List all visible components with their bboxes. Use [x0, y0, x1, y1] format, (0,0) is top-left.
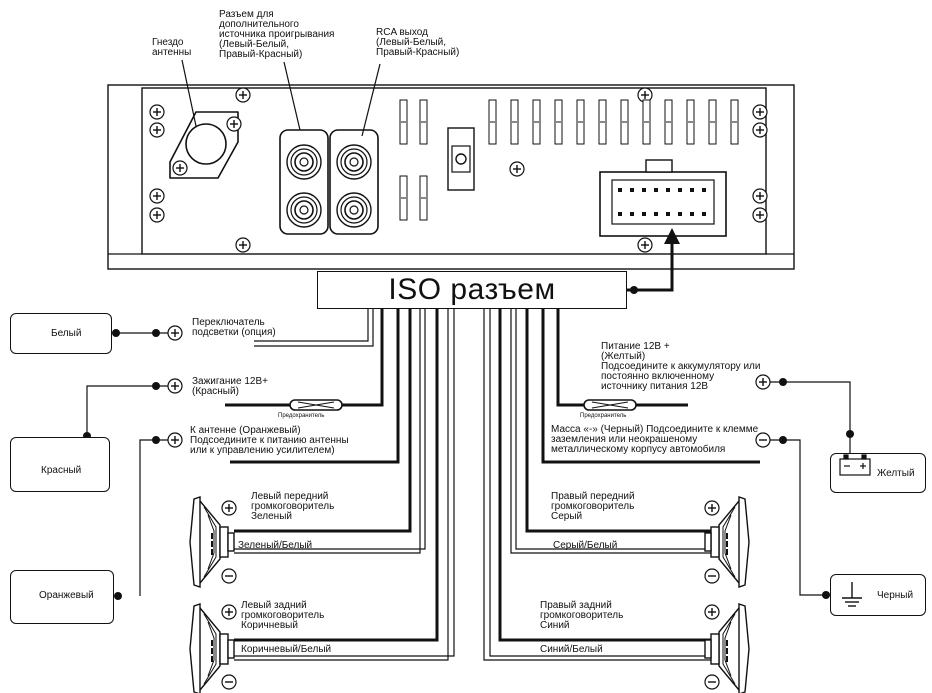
legend-black-label: Черный: [877, 590, 914, 601]
front-left-negative-label: Зеленый/Белый: [238, 540, 313, 551]
fuses: [289, 399, 637, 411]
iso-connector-box: ISO разъем: [317, 271, 627, 309]
right-fuse-label: Предохранитель: [580, 413, 627, 419]
rear-left-negative-label: Коричневый/Белый: [241, 644, 332, 655]
left-wires: [225, 309, 455, 661]
front-right-negative-label: Серый/Белый: [553, 540, 618, 551]
power-label: Питание 12В + (Желтый) Подсоедините к ак…: [601, 341, 761, 392]
callout-lines: [181, 59, 381, 137]
legend-yellow-label: Желтый: [877, 468, 915, 479]
legend-red-label: Красный: [41, 465, 82, 476]
battery-icon: [839, 454, 871, 476]
antenna-wire-label: К антенне (Оранжевый) Подсоедините к пит…: [190, 425, 349, 456]
rear-left-speaker-label: Левый задний громкоговоритель Коричневый: [241, 600, 325, 631]
ground-icon: [842, 582, 862, 607]
legend-yellow: Желтый: [830, 453, 926, 493]
right-wires: [483, 309, 760, 661]
front-left-speaker-label: Левый передний громкоговоритель Зеленый: [251, 491, 335, 522]
left-fuse-label: Предохранитель: [278, 413, 325, 419]
rear-right-negative-label: Синий/Белый: [540, 644, 603, 655]
legend-white: Белый: [10, 313, 112, 354]
ignition-label: Зажигание 12В+ (Красный): [192, 376, 268, 397]
legend-white-label: Белый: [51, 328, 82, 339]
rear-right-speaker-label: Правый задний громкоговоритель Синий: [540, 600, 624, 631]
rca-out-label: RCA выход (Левый-Белый, Правый-Красный): [376, 27, 460, 58]
illumination-label: Переключатель подсветки (опция): [192, 317, 276, 338]
head-unit-panel: [107, 84, 795, 270]
legend-red: Красный: [10, 437, 110, 492]
legend-orange-label: Оранжевый: [39, 590, 94, 601]
ground-label: Масса «-» (Черный) Подсоедините к клемме…: [551, 424, 759, 455]
front-right-speaker-label: Правый передний громкоговоритель Серый: [551, 491, 635, 522]
legend-orange: Оранжевый: [10, 570, 114, 624]
aux-connector-label: Разъем для дополнительного источника про…: [219, 9, 335, 60]
legend-black: Черный: [830, 574, 926, 616]
antenna-socket-label: Гнездо антенны: [152, 37, 192, 58]
